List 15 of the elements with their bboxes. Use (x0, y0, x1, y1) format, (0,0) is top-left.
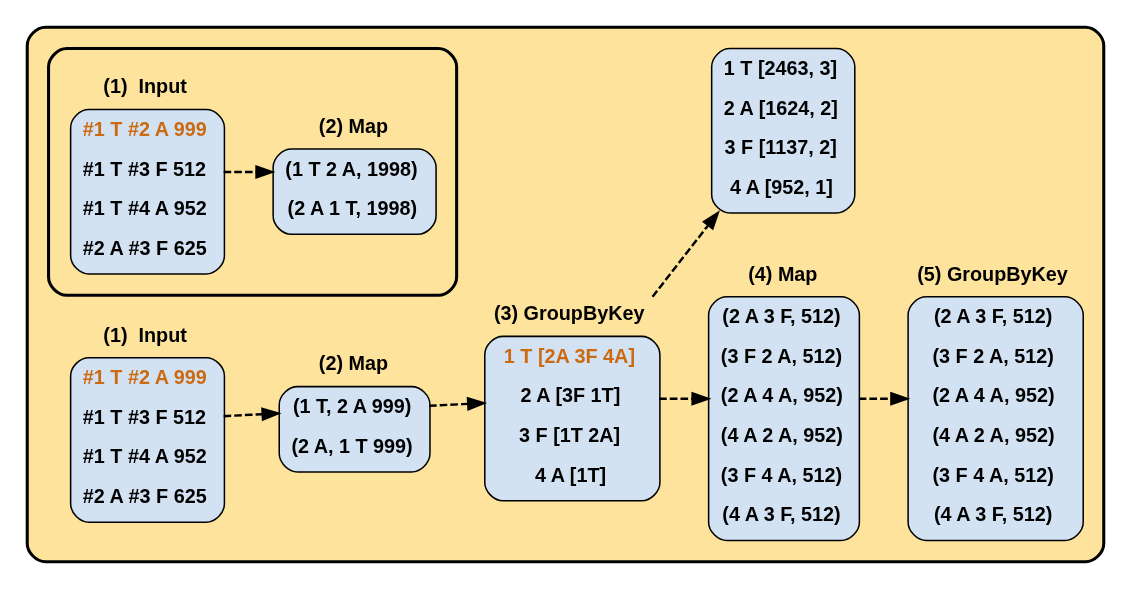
node-label: (1) Input (103, 75, 187, 98)
cluster (47, 47, 459, 297)
node-label: (4) Map (748, 262, 818, 285)
arrow (858, 391, 911, 406)
cluster (25, 25, 1106, 564)
node-label: (3) GroupByKey (493, 302, 645, 325)
node-label: (1) Input (103, 323, 187, 346)
node-label: (2) Map (318, 352, 389, 375)
node-label: (5) GroupByKey (917, 262, 1068, 285)
arrow (223, 164, 276, 179)
arrow (659, 391, 712, 406)
node-label: (2) Map (318, 114, 389, 137)
arrow (429, 396, 488, 411)
arrow (651, 210, 720, 298)
arrow (223, 407, 282, 422)
